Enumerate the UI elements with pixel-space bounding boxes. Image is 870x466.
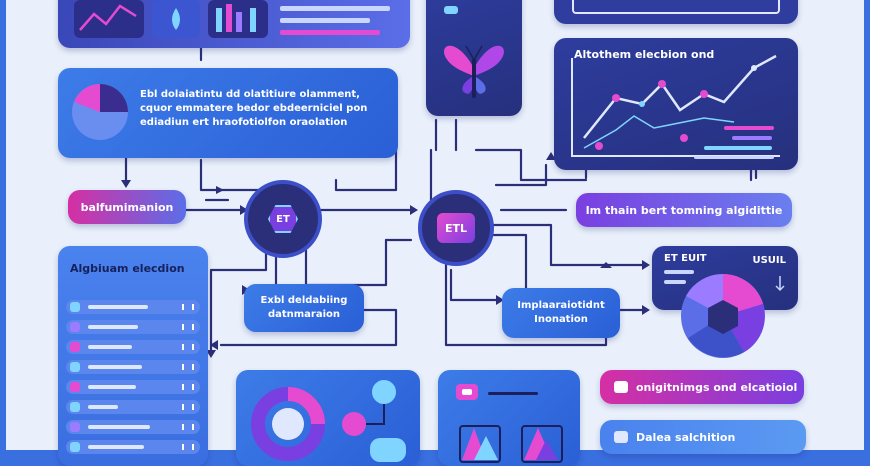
center-right-box-text: Implaaraiotidnt Inonation [517, 300, 605, 325]
pill-left: balfumimanion [68, 190, 186, 224]
list-item [66, 400, 200, 414]
hub-left-label: ET [276, 213, 290, 225]
mini-charts [74, 0, 390, 38]
top-left-dashboard-card [58, 0, 410, 48]
pill-right-label: Im thain bert tomning algidittie [585, 203, 783, 217]
bottom-right-pill-1: onigitnimgs ond elcatioiol [600, 370, 804, 404]
chart-panel: Altothem elecbion ond [554, 38, 798, 170]
algorithm-panel-title: Algbiuam elecdion [70, 262, 185, 275]
bottom-right-pill-2-label: Dalea salchition [636, 430, 736, 444]
list-item [66, 440, 200, 454]
hub-center-label: ETL [444, 221, 468, 235]
list-item [66, 420, 200, 434]
chip-icon [614, 431, 628, 443]
hub-center-badge: ETL [437, 213, 475, 243]
bottom-shapes-graphics [456, 384, 563, 463]
hub-center: ETL [418, 190, 494, 266]
bottom-right-pill-2: Dalea salchition [600, 420, 806, 454]
butterfly-card [426, 0, 522, 116]
top-right-frame [572, 0, 780, 14]
list-item [66, 320, 200, 334]
center-left-box-text: Exbl deldabiing datnmaraion [260, 295, 348, 320]
metrics-panel: ET EUIT USUIL [652, 246, 798, 310]
bottom-analytics-card [236, 370, 420, 466]
hub-left-hex: ET [268, 205, 298, 233]
bottom-analytics-graphics [251, 380, 406, 462]
bottom-right-pill-1-label: onigitnimgs ond elcatioiol [636, 380, 798, 394]
list-item [66, 380, 200, 394]
center-right-box: Implaaraiotidnt Inonation [502, 288, 620, 338]
line-chart [571, 54, 780, 159]
metrics-lines [664, 270, 785, 292]
chip-icon [444, 6, 458, 14]
butterfly-icon [444, 45, 504, 98]
pie-chart-icon [72, 84, 128, 140]
intro-text: Ebl dolaiatintu dd olatitiure olamment, … [140, 89, 368, 128]
algorithm-panel: Algbiuam elecdion [58, 246, 208, 466]
top-right-card [554, 0, 798, 24]
bottom-shapes-card [438, 370, 580, 466]
chart-panel-title: Altothem elecbion ond [574, 48, 715, 61]
center-left-box: Exbl deldabiing datnmaraion [244, 284, 364, 332]
square-icon [614, 381, 628, 393]
hub-left: ET [244, 180, 322, 258]
pill-right: Im thain bert tomning algidittie [576, 193, 792, 227]
list-item [66, 300, 200, 314]
metrics-left-label: ET EUIT [664, 253, 707, 264]
pill-left-label: balfumimanion [80, 200, 174, 214]
list-item [66, 340, 200, 354]
metrics-right-label: USUIL [752, 255, 786, 266]
diagram-canvas: Ebl dolaiatintu dd olatitiure olamment, … [6, 0, 864, 466]
intro-text-card: Ebl dolaiatintu dd olatitiure olamment, … [58, 68, 398, 158]
list-item [66, 360, 200, 374]
